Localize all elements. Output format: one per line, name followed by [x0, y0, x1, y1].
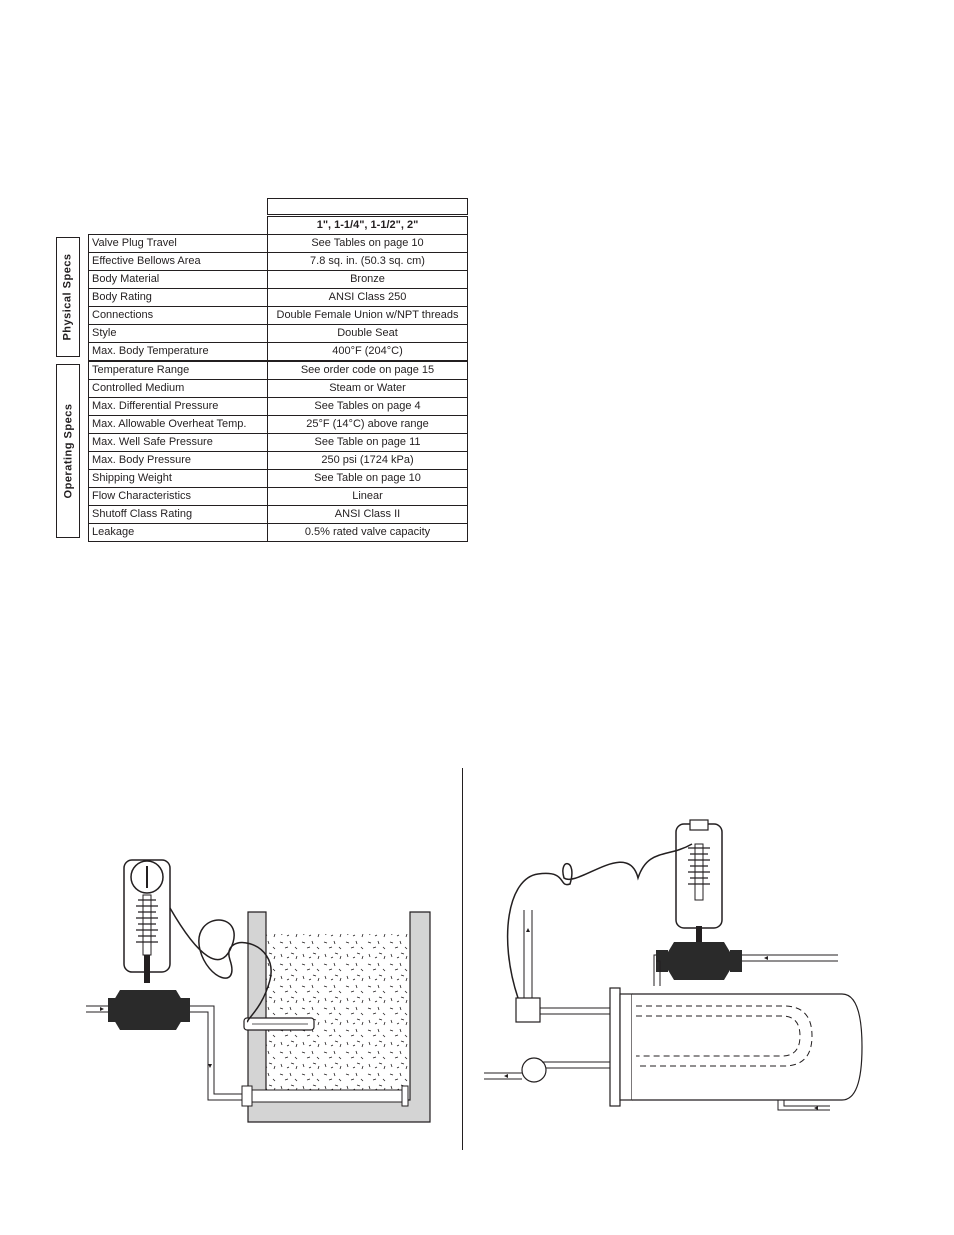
spec-name: Leakage — [88, 523, 268, 542]
spec-name: Flow Characteristics — [88, 487, 268, 506]
spec-name: Max. Well Safe Pressure — [88, 433, 268, 452]
heat-exchanger-installation-icon — [484, 819, 863, 1111]
spec-value: Double Female Union w/NPT threads — [267, 306, 468, 325]
table-header-bar — [267, 198, 468, 217]
specifications-table: 1", 1-1/4", 1-1/2", 2" Valve Plug Travel… — [88, 198, 468, 542]
spec-name: Max. Allowable Overheat Temp. — [88, 415, 268, 434]
spec-name: Valve Plug Travel — [88, 234, 268, 253]
size-header: 1", 1-1/4", 1-1/2", 2" — [267, 215, 468, 235]
physical-specs-label: Physical Specs — [56, 237, 80, 357]
spec-value: Bronze — [267, 270, 468, 289]
spec-name: Connections — [88, 306, 268, 325]
spec-name: Body Rating — [88, 288, 268, 307]
tank-heating-installation-icon — [86, 859, 431, 1123]
spec-value: See Tables on page 4 — [267, 397, 468, 416]
table-row: Max. Allowable Overheat Temp.25°F (14°C)… — [88, 415, 468, 434]
spec-value: See order code on page 15 — [267, 360, 468, 380]
operating-specs-text: Operating Specs — [62, 403, 75, 499]
figure-divider — [462, 768, 463, 1150]
spec-value: 25°F (14°C) above range — [267, 415, 468, 434]
spec-name: Max. Body Pressure — [88, 451, 268, 470]
spec-value: See Table on page 11 — [267, 433, 468, 452]
spec-name: Max. Differential Pressure — [88, 397, 268, 416]
spec-value: See Tables on page 10 — [267, 234, 468, 253]
spec-name: Max. Body Temperature — [88, 342, 268, 362]
spec-name: Body Material — [88, 270, 268, 289]
spec-value: Linear — [267, 487, 468, 506]
spec-name: Style — [88, 324, 268, 343]
spec-name: Shutoff Class Rating — [88, 505, 268, 524]
spec-value: Double Seat — [267, 324, 468, 343]
spec-value: 250 psi (1724 kPa) — [267, 451, 468, 470]
size-header-row: 1", 1-1/4", 1-1/2", 2" — [89, 215, 468, 235]
spec-name: Controlled Medium — [88, 379, 268, 398]
spec-value: ANSI Class II — [267, 505, 468, 524]
spec-name: Temperature Range — [88, 360, 268, 380]
spec-value: ANSI Class 250 — [267, 288, 468, 307]
spec-value: 400°F (204°C) — [267, 342, 468, 362]
spec-value: See Table on page 10 — [267, 469, 468, 488]
spec-name: Shipping Weight — [88, 469, 268, 488]
operating-specs-label: Operating Specs — [56, 364, 80, 538]
spec-value: 7.8 sq. in. (50.3 sq. cm) — [267, 252, 468, 271]
physical-specs-text: Physical Specs — [62, 253, 75, 341]
spec-value: Steam or Water — [267, 379, 468, 398]
spec-name: Effective Bellows Area — [88, 252, 268, 271]
table-top-row — [89, 198, 468, 217]
spec-value: 0.5% rated valve capacity — [267, 523, 468, 542]
